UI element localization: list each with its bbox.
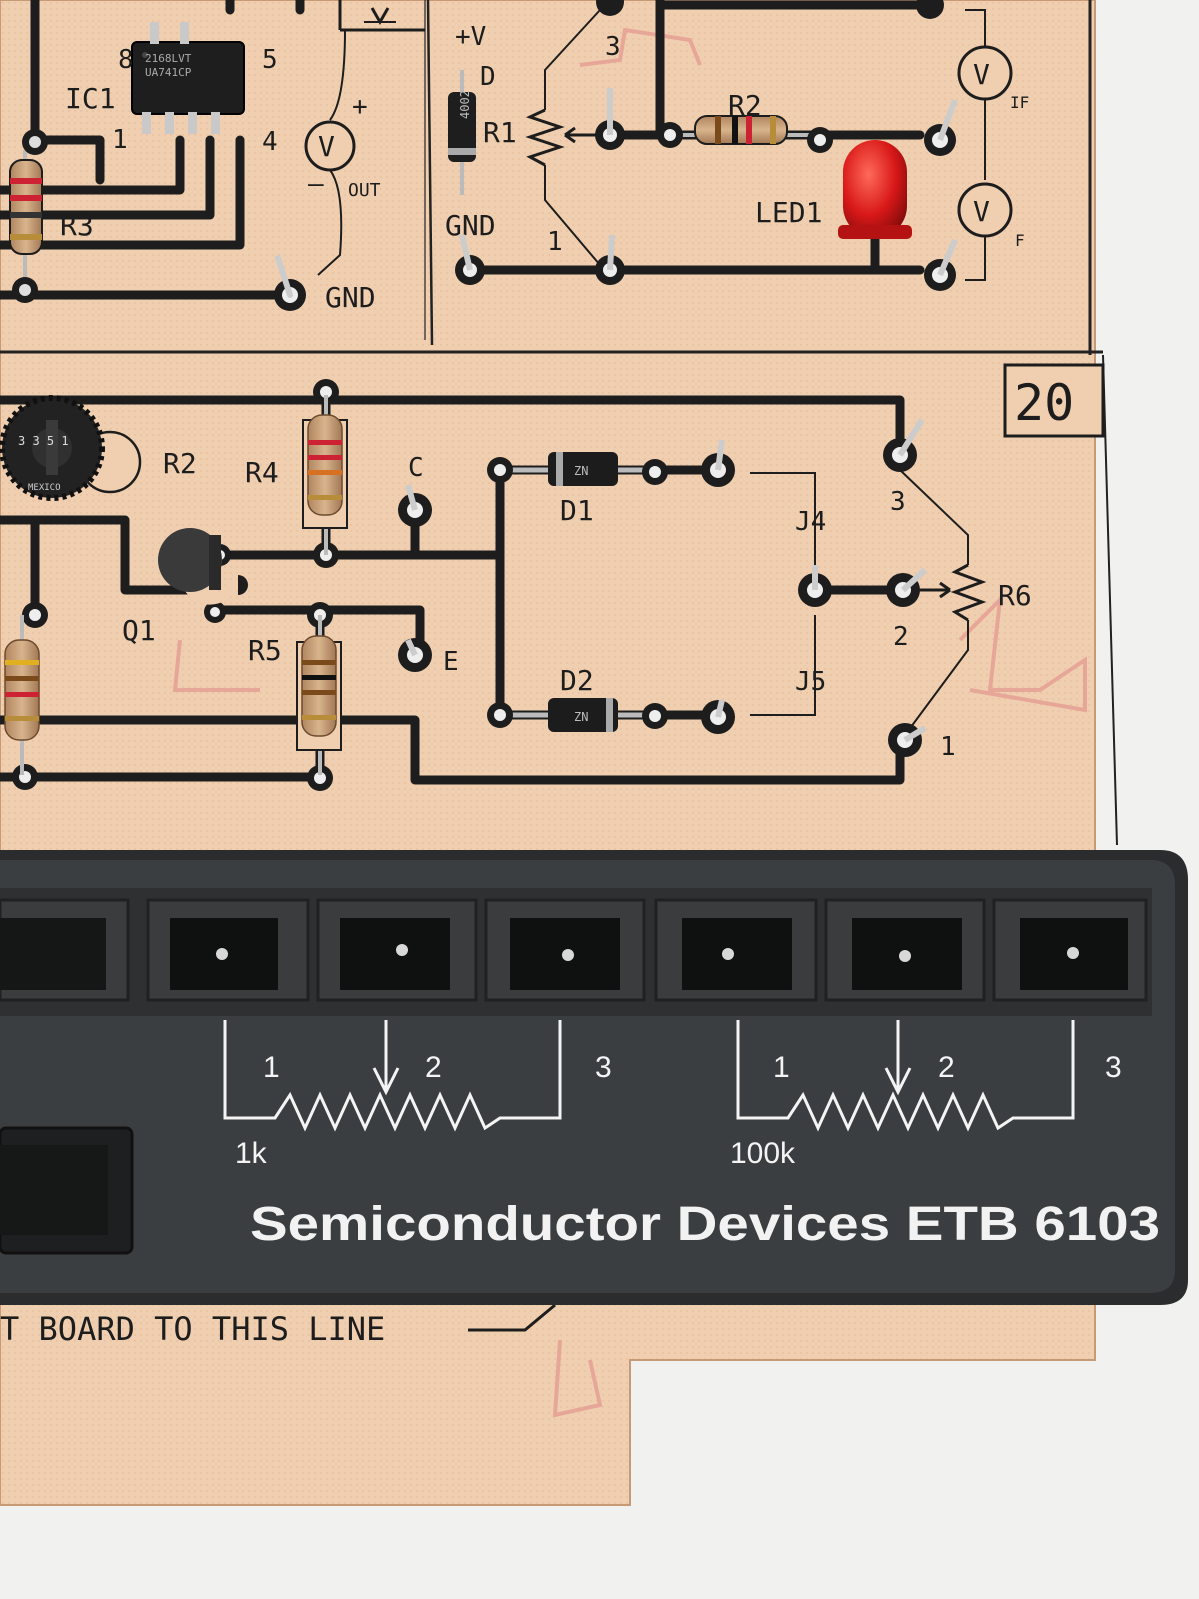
socket-6[interactable] bbox=[992, 898, 1148, 1002]
ic1-pin5-label: 5 bbox=[262, 45, 278, 75]
ic1-pin4-label: 4 bbox=[262, 127, 278, 157]
pot2-pin2: 2 bbox=[938, 1051, 955, 1084]
d-label: D bbox=[480, 62, 496, 92]
pot-1k-diagram bbox=[223, 1020, 562, 1132]
j4-label: J4 bbox=[795, 507, 826, 537]
left-resistor bbox=[4, 615, 40, 775]
q1-transistor bbox=[158, 528, 248, 605]
voltmeter-plus-label: + bbox=[352, 92, 368, 122]
r4-resistor bbox=[302, 395, 348, 555]
r6-pin2-label: 2 bbox=[893, 622, 909, 652]
pot1-pin1: 1 bbox=[263, 1051, 280, 1084]
gnd-mid-label: GND bbox=[445, 209, 496, 242]
r2-bottom-label: R2 bbox=[163, 447, 197, 480]
voltmeter-out-icon bbox=[304, 120, 356, 172]
socket-1[interactable] bbox=[146, 898, 310, 1002]
d1-label: D1 bbox=[560, 494, 594, 527]
r6-pin1-label: 1 bbox=[940, 732, 956, 762]
e-label: E bbox=[443, 647, 459, 677]
gnd-left-label: GND bbox=[325, 281, 376, 314]
voltmeter-f-icon bbox=[957, 182, 1013, 238]
voltmeter-out-v: V bbox=[318, 130, 335, 163]
socket-strip bbox=[0, 898, 1148, 1002]
out-label: OUT bbox=[348, 180, 381, 201]
r2-top-label: R2 bbox=[728, 89, 762, 122]
r1-pin3-label: 3 bbox=[605, 32, 621, 62]
voltmeter-if-v: V bbox=[973, 58, 990, 91]
voltmeter-f-v: V bbox=[973, 195, 990, 228]
diode-vertical: 4002 bbox=[448, 70, 476, 195]
ic1-label: IC1 bbox=[65, 82, 116, 115]
silkscreen-marks bbox=[172, 27, 1087, 1418]
d2-diode: ZN bbox=[505, 698, 655, 732]
chip-marking-bottom: UA741CP bbox=[145, 66, 192, 79]
r4-label: R4 bbox=[245, 456, 279, 489]
d1-diode: ZN bbox=[505, 452, 655, 486]
board-line-text: T BOARD TO THIS LINE bbox=[0, 1310, 385, 1348]
pot-sub-marking: MEXICO bbox=[28, 483, 61, 493]
r2-top-resistor bbox=[670, 115, 820, 145]
panel-title: Semiconductor Devices ETB 6103 bbox=[250, 1198, 1160, 1251]
voltmeter-if-icon bbox=[957, 45, 1013, 101]
socket-3[interactable] bbox=[484, 898, 646, 1002]
r1-pin1-label: 1 bbox=[547, 227, 563, 257]
ic1-pin8-label: 8 bbox=[118, 45, 134, 75]
socket-4[interactable] bbox=[654, 898, 818, 1002]
pot2-pin1: 1 bbox=[773, 1051, 790, 1084]
f-label: F bbox=[1015, 231, 1025, 250]
section-number: 20 bbox=[1014, 374, 1074, 432]
r5-resistor bbox=[296, 615, 342, 775]
d2-label: D2 bbox=[560, 664, 594, 697]
pot1-value: 1k bbox=[235, 1137, 268, 1170]
q1-label: Q1 bbox=[122, 614, 156, 647]
pot1-pin3: 3 bbox=[595, 1051, 612, 1084]
diode-marking: 4002 bbox=[458, 90, 472, 119]
ic1-chip: 2168LVT UA741CP bbox=[131, 22, 245, 134]
r5-label: R5 bbox=[248, 634, 282, 667]
ic1-pin1-label: 1 bbox=[112, 125, 128, 155]
r6-label: R6 bbox=[998, 579, 1032, 612]
r1-symbol bbox=[525, 108, 565, 167]
r1-label: R1 bbox=[483, 116, 517, 149]
r3-resistor bbox=[9, 150, 43, 290]
plus-v-label: +V bbox=[455, 22, 486, 52]
pot-100k-diagram bbox=[736, 1020, 1075, 1132]
led1-component bbox=[838, 140, 912, 239]
d2-marking: ZN bbox=[574, 710, 588, 724]
r6-pin3-label: 3 bbox=[890, 487, 906, 517]
pot2-pin3: 3 bbox=[1105, 1051, 1122, 1084]
section-number-box: 20 bbox=[1003, 363, 1105, 438]
if-label: IF bbox=[1010, 93, 1029, 112]
socket-2[interactable] bbox=[316, 898, 478, 1002]
j5-label: J5 bbox=[795, 667, 826, 697]
r2-potentiometer: 3 3 5 1 MEXICO bbox=[0, 395, 142, 501]
chip-marking-top: 2168LVT bbox=[145, 52, 192, 65]
led1-label: LED1 bbox=[755, 196, 822, 229]
voltmeter-minus-label: – bbox=[308, 169, 324, 199]
pot2-value: 100k bbox=[730, 1137, 796, 1170]
pot-marking: 3 3 5 1 bbox=[18, 434, 69, 448]
socket-5[interactable] bbox=[824, 898, 986, 1002]
pot1-pin2: 2 bbox=[425, 1051, 442, 1084]
d1-marking: ZN bbox=[574, 464, 588, 478]
control-panel: 1 2 3 1k 1 2 3 100k Semiconductor Device… bbox=[0, 850, 1188, 1305]
r3-label: R3 bbox=[60, 209, 94, 242]
c-label: C bbox=[408, 453, 424, 483]
r6-symbol bbox=[950, 563, 987, 622]
